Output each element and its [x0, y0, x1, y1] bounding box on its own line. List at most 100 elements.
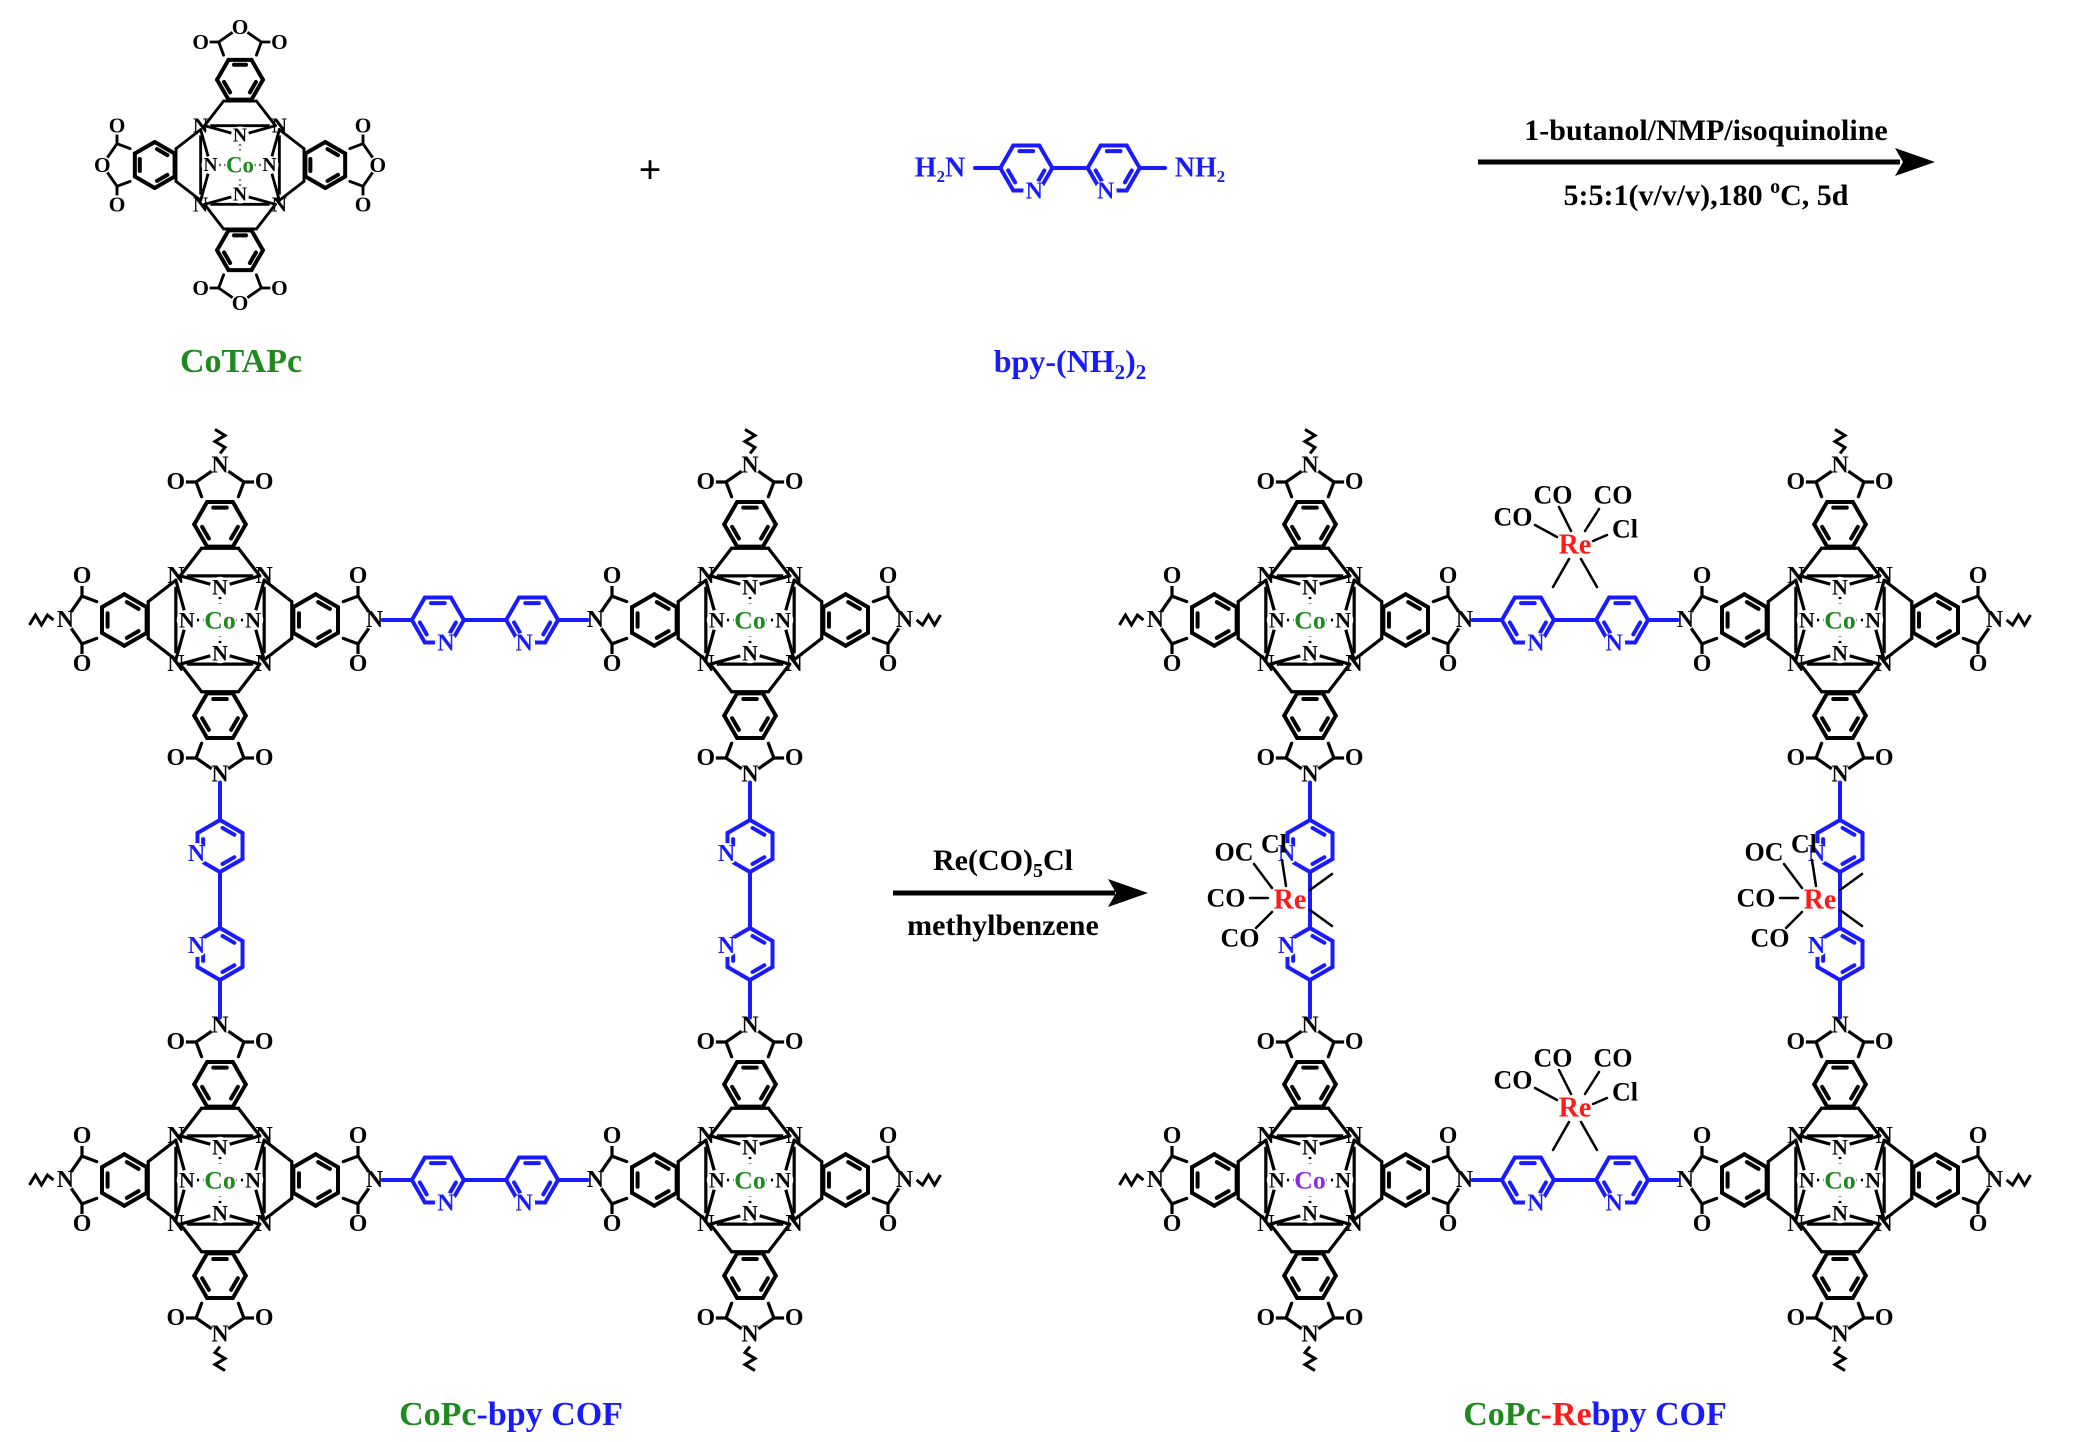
re-n-bond [1308, 872, 1334, 892]
pyrrole-bond [766, 1222, 792, 1254]
carbonyl-oxygen: O [167, 469, 186, 495]
bpy-nh2-label: bpy-(NH2)2 [994, 343, 1147, 384]
ring-double-bond [247, 250, 258, 265]
ring-bond [192, 500, 210, 527]
ring-bond [215, 228, 231, 253]
atom-background [1829, 455, 1851, 476]
imide-bond [1814, 741, 1824, 760]
ring-double-bond [1214, 1189, 1231, 1200]
amine-group-left: H₂N [915, 153, 965, 184]
imide-bond [871, 1196, 890, 1206]
ring-double-bond [200, 1084, 211, 1101]
ring-bond [249, 228, 265, 253]
ring-bond [192, 1082, 210, 1109]
atom-background [191, 278, 210, 298]
ring-double-bond [750, 933, 767, 945]
atom-background [253, 1213, 276, 1236]
atom-background [1344, 1031, 1365, 1053]
ring-bond [409, 618, 427, 645]
pyrrole-bond [708, 546, 734, 578]
atom-background [695, 471, 716, 493]
ring-double-bond [654, 600, 671, 611]
ring-double-bond [247, 79, 258, 95]
pyrrole-bond [1236, 1138, 1268, 1164]
atom-background [694, 653, 717, 676]
pyridine-nitrogen: N [718, 933, 736, 959]
pyrrole-bond [1882, 1196, 1914, 1222]
ring-double-bond [1849, 524, 1860, 541]
ring-bond [1812, 1082, 1830, 1109]
ring-bond [748, 856, 775, 874]
re-ligand-bond [1591, 533, 1609, 543]
atom-background [1275, 935, 1298, 958]
carbonyl-oxygen: O [355, 192, 372, 216]
pyridine-nitrogen: N [188, 933, 206, 959]
atom-background [1874, 747, 1895, 769]
carbonyl-oxygen: O [167, 1305, 186, 1331]
ring-bond [1499, 1155, 1517, 1182]
ring-bond [1812, 1060, 1830, 1087]
carbonyl-ligand: CO [1494, 1066, 1533, 1095]
ring-bond [722, 522, 740, 549]
pyrrole-bond [262, 1196, 294, 1222]
polymer-extension-squiggle [915, 612, 942, 628]
atom-background [1829, 1136, 1851, 1157]
ring-double-bond [541, 1180, 553, 1197]
pyrrole-nitrogen: N [1302, 641, 1318, 666]
atom-background [270, 32, 289, 52]
ring-double-bond [200, 716, 211, 732]
atom-background [877, 1125, 899, 1146]
imide-nitrogen: N [1831, 452, 1848, 478]
ring-bond [303, 140, 328, 156]
ring-bond [192, 713, 210, 740]
pyrrole-bond [178, 1106, 204, 1138]
ring-bond [722, 500, 740, 527]
ring-double-bond [730, 1084, 741, 1101]
imide-bond [1856, 480, 1866, 499]
atom-background [601, 1125, 623, 1146]
imide-nitrogen: N [1456, 1167, 1473, 1193]
imide-nitrogen: N [211, 1012, 228, 1038]
pyrrole-nitrogen: N [1832, 1134, 1848, 1159]
carbonyl-oxygen: O [1875, 469, 1894, 495]
ring-double-bond [1290, 1276, 1301, 1292]
atom-background [1094, 180, 1117, 203]
ring-double-bond [1406, 1189, 1422, 1200]
imide-bond [1431, 594, 1450, 604]
cobalt-center: Co [734, 606, 765, 635]
pyrrole-bond [1798, 1222, 1824, 1254]
ring-double-bond [1507, 620, 1519, 637]
atom-background [739, 643, 761, 664]
imide-bond [1814, 1040, 1824, 1059]
pyrrole-bond [277, 179, 306, 202]
ring-bond [543, 1178, 561, 1205]
imide-bond [236, 1301, 246, 1320]
ring-double-bond [1936, 629, 1952, 640]
pyrrole-bond [178, 546, 204, 578]
ring-bond [249, 57, 265, 82]
carbonyl-ligand: CO [1534, 481, 1573, 510]
ring-bond [122, 630, 149, 648]
atom-background [1299, 455, 1321, 476]
ring-double-bond [1290, 524, 1301, 541]
ring-double-bond [654, 1189, 671, 1200]
atom-background [877, 1214, 899, 1235]
imide-nitrogen: N [896, 607, 913, 633]
atom-background [93, 155, 112, 175]
imide-bond [341, 594, 360, 604]
ring-bond [1320, 1273, 1338, 1300]
pyridine-nitrogen: N [188, 841, 206, 867]
pyrrole-bond [1856, 662, 1882, 694]
polymer-extension-squiggle [1302, 1345, 1318, 1372]
chloride-ligand: Cl [1612, 1078, 1638, 1107]
pyrrole-bond [792, 1138, 824, 1164]
ring-bond [1720, 1152, 1747, 1170]
ring-bond [192, 691, 210, 718]
imide-bond [610, 594, 629, 604]
ring-double-bond [846, 1160, 862, 1171]
ring-bond [1190, 592, 1217, 610]
atom-background [1829, 1324, 1851, 1345]
pyrrole-nitrogen: N [742, 1134, 758, 1159]
imide-nitrogen: N [1986, 1167, 2003, 1193]
